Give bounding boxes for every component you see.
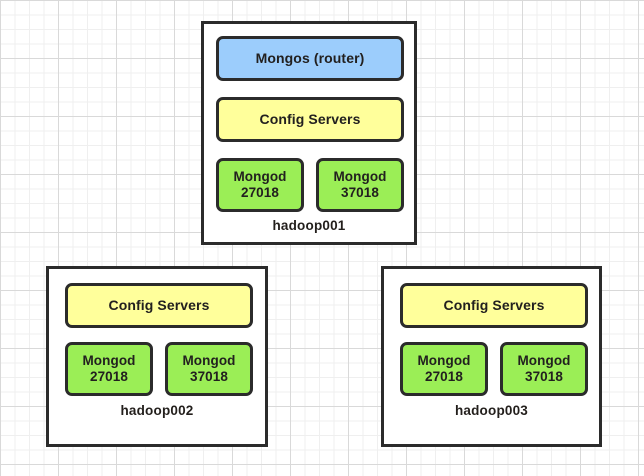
node-config-servers[interactable]: Config Servers (65, 283, 253, 328)
node-label-primary: Config Servers (259, 111, 361, 128)
node-mongod-27018[interactable]: Mongod 27018 (400, 342, 488, 396)
host-label-hadoop003: hadoop003 (454, 403, 529, 418)
host-label-hadoop002: hadoop002 (120, 403, 194, 418)
host-box-hadoop003[interactable]: Config Servers Mongod 27018 Mongod 37018… (381, 266, 602, 447)
node-config-servers[interactable]: Config Servers (400, 283, 588, 328)
node-label-port: 37018 (340, 185, 380, 200)
node-label-primary: Mongod (182, 353, 236, 369)
node-label-primary: Mongos (router) (255, 50, 365, 67)
node-label-primary: Mongod (417, 353, 471, 369)
node-label-primary: Config Servers (443, 297, 545, 314)
node-label-port: 37018 (189, 369, 229, 384)
node-label-primary: Mongod (82, 353, 136, 369)
node-mongos-router[interactable]: Mongos (router) (216, 36, 404, 81)
node-label-primary: Mongod (517, 353, 571, 369)
node-label-primary: Mongod (233, 169, 287, 185)
node-mongod-37018[interactable]: Mongod 37018 (500, 342, 588, 396)
node-mongod-37018[interactable]: Mongod 37018 (316, 158, 404, 212)
node-mongod-27018[interactable]: Mongod 27018 (216, 158, 304, 212)
node-mongod-27018[interactable]: Mongod 27018 (65, 342, 153, 396)
node-label-port: 27018 (240, 185, 280, 200)
node-label-port: 27018 (424, 369, 464, 384)
node-label-primary: Mongod (333, 169, 387, 185)
node-config-servers[interactable]: Config Servers (216, 97, 404, 142)
host-box-hadoop002[interactable]: Config Servers Mongod 27018 Mongod 37018… (46, 266, 268, 447)
host-label-hadoop001: hadoop001 (272, 218, 346, 233)
node-label-port: 27018 (89, 369, 129, 384)
host-box-hadoop001[interactable]: Mongos (router) Config Servers Mongod 27… (201, 21, 417, 245)
node-mongod-37018[interactable]: Mongod 37018 (165, 342, 253, 396)
node-label-port: 37018 (524, 369, 564, 384)
node-label-primary: Config Servers (108, 297, 210, 314)
